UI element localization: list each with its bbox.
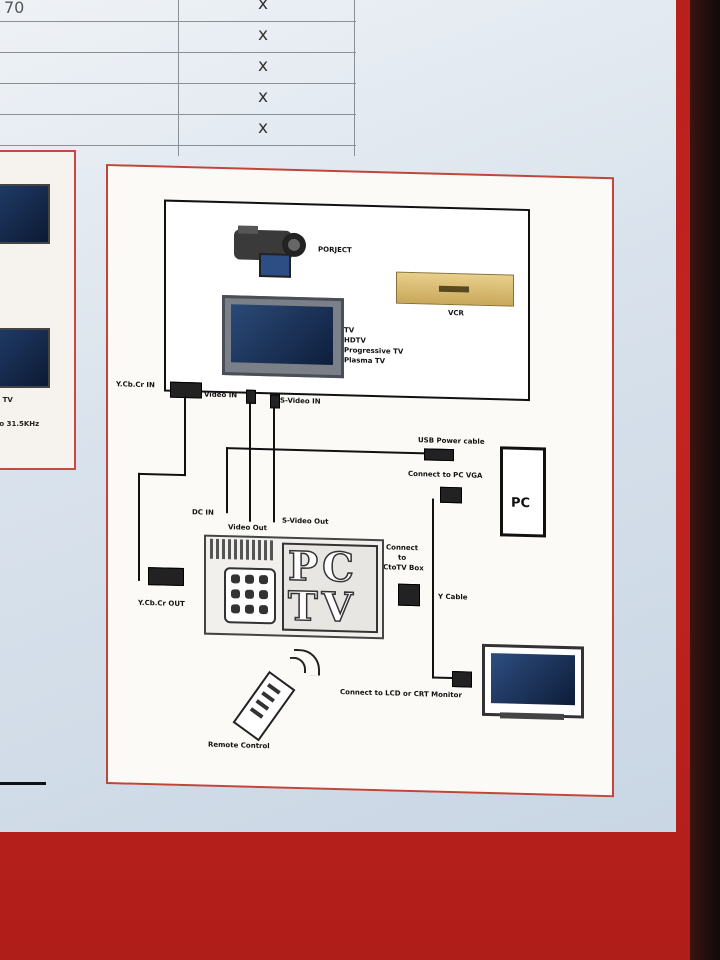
table-divider [178, 0, 179, 156]
usb-power-label: USB Power cable [418, 436, 485, 446]
divider-line [0, 782, 46, 785]
table-x-mark: x [258, 25, 269, 45]
monitor-stand [500, 712, 564, 720]
svideo-out-label: S-Video Out [282, 516, 329, 526]
connect-box-label: PCtoTV Box [378, 563, 424, 573]
vcr-icon [396, 271, 514, 307]
pc-tower-icon: PC [500, 446, 546, 538]
table-x-mark: x [258, 87, 269, 107]
svideo-connector-icon [270, 394, 280, 409]
left-card-text: to 31.5KHz [0, 420, 40, 428]
printed-panel: 70 x x x x x r s TV to 31.5KHz [0, 0, 676, 832]
monitor-connector-icon [452, 671, 472, 688]
connect-box-label: to [398, 553, 407, 562]
table-x-mark: x [258, 118, 269, 138]
usb-connector-icon [424, 448, 454, 462]
pc-label: PC [511, 495, 531, 512]
table-x-mark: x [258, 56, 269, 76]
video-in-label: Video IN [204, 390, 238, 400]
video-out-label: Video Out [228, 523, 267, 533]
video-cable [249, 401, 251, 522]
remote-control-label: Remote Control [208, 740, 270, 751]
ycbcr-in-label: Y.Cb.Cr IN [116, 380, 155, 390]
tv-label: Progressive TV [344, 346, 404, 356]
rca-connector-icon [170, 381, 202, 399]
video-connector-icon [246, 389, 256, 404]
rca-connector-icon [148, 567, 184, 587]
table-border [354, 0, 355, 156]
usb-power-cable [226, 447, 426, 455]
monitor-cable [432, 676, 452, 680]
tv-label: Plasma TV [344, 356, 386, 366]
keypad [224, 567, 276, 625]
y-cable-label: Y Cable [438, 592, 468, 602]
monitor-icon [482, 643, 584, 719]
camcorder-icon [234, 225, 306, 278]
left-feature-card: r s TV to 31.5KHz [0, 150, 76, 470]
table-x-mark: x [258, 0, 269, 14]
dc-in-label: DC IN [192, 508, 214, 517]
ycbcr-cable [138, 472, 140, 581]
dc-cable [226, 447, 228, 514]
tv-image [0, 328, 50, 388]
left-card-text: s TV [0, 396, 13, 404]
vga-cable [432, 498, 434, 679]
pc-to-tv-box: PC TV [204, 534, 384, 640]
svideo-cable [273, 406, 275, 523]
camcorder-label: PORJECT [318, 245, 352, 255]
lcd-crt-label: Connect to LCD or CRT Monitor [340, 688, 462, 700]
tv-label: HDTV [344, 336, 366, 345]
y-cable-connector-icon [398, 583, 420, 607]
ycbcr-out-label: Y.Cb.Cr OUT [138, 598, 185, 609]
table-corner-text: 70 [4, 0, 25, 17]
pc-vga-label: Connect to PC VGA [408, 469, 483, 480]
tv-label: TV [344, 326, 355, 335]
vcr-label: VCR [448, 308, 464, 318]
source-devices-frame: PORJECT VCR TV HDTV Progressive TV Plasm… [164, 199, 530, 402]
vga-connector-icon [440, 486, 462, 504]
ycbcr-cable [138, 472, 186, 477]
vent-grill [210, 538, 276, 561]
svideo-in-label: S-Video IN [280, 396, 321, 406]
spec-table: 70 x x x x x [0, 0, 356, 156]
remote-control-icon [232, 670, 296, 742]
pctv-logo: PC TV [282, 542, 378, 634]
tv-image [0, 184, 50, 244]
box-edge-shadow [690, 0, 720, 960]
ycbcr-cable [184, 396, 186, 477]
connection-diagram-card: PORJECT VCR TV HDTV Progressive TV Plasm… [106, 164, 614, 798]
tv-icon [222, 295, 344, 379]
connect-box-label: Connect [386, 543, 419, 553]
